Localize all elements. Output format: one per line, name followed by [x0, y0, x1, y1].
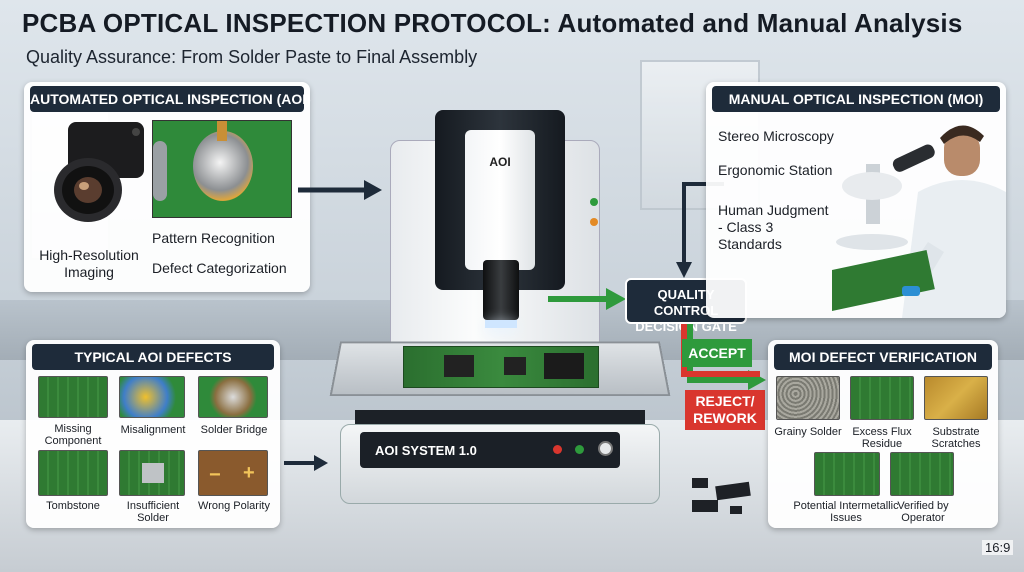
- verification-label: Potential Intermetallic Issues: [793, 500, 899, 524]
- feature-human-judgment: Human Judgment - Class 3 Standards: [718, 202, 829, 252]
- defect-label: Missing Component: [44, 423, 102, 447]
- status-led-green: [590, 198, 598, 206]
- reject-rework-label: REJECT/ REWORK: [685, 390, 765, 430]
- aoi-machine: AOI AOI SYSTEM 1.0: [329, 110, 671, 510]
- page-title: PCBA OPTICAL INSPECTION PROTOCOL: Automa…: [22, 8, 963, 38]
- arrow-right-icon: [298, 180, 382, 200]
- verification-label: Excess Flux Residue: [852, 426, 912, 450]
- arrow-right-icon: [548, 288, 626, 310]
- chip-component: [692, 500, 718, 512]
- stage-rail: [355, 410, 645, 424]
- pcb-board: [403, 346, 599, 388]
- chip-component: [692, 478, 708, 488]
- insufficient-solder-image: [119, 450, 185, 496]
- defect-label: Misalignment: [120, 424, 186, 436]
- camera-icon: [54, 122, 144, 222]
- start-indicator[interactable]: [575, 445, 584, 454]
- defect-label: Solder Bridge: [200, 424, 268, 436]
- missing-component-image: [38, 376, 108, 418]
- flux-residue-image: [850, 376, 914, 420]
- head-label: AOI: [489, 155, 511, 169]
- lens-light: [485, 320, 517, 328]
- verification-panel: MOI DEFECT VERIFICATION Grainy Solder Ex…: [768, 340, 998, 528]
- operator-verified-image: [890, 452, 954, 496]
- camera-label: High-Resolution Imaging: [39, 247, 139, 280]
- aspect-ratio-badge: 16:9: [982, 540, 1014, 555]
- feature-pattern-recognition: Pattern Recognition: [152, 230, 275, 246]
- defects-panel: TYPICAL AOI DEFECTS Missing Component Mi…: [26, 340, 280, 528]
- substrate-scratches-image: [924, 376, 988, 420]
- aoi-panel: AUTOMATED OPTICAL INSPECTION (AOI) High-…: [24, 82, 311, 292]
- camera-module: [465, 130, 535, 270]
- defect-label: Wrong Polarity: [198, 500, 270, 512]
- lens: [483, 260, 519, 320]
- tombstone-image: [38, 450, 108, 496]
- feature-defect-categorization: Defect Categorization: [152, 260, 287, 276]
- feature-stereo-microscopy: Stereo Microscopy: [718, 128, 834, 144]
- moi-panel: MANUAL OPTICAL INSPECTION (MOI) Stereo M…: [706, 82, 1006, 318]
- aoi-header: AUTOMATED OPTICAL INSPECTION (AOI): [30, 86, 311, 112]
- system-label: AOI SYSTEM 1.0: [375, 443, 477, 458]
- solder-joint-image: [152, 120, 292, 218]
- defect-label: Insufficient Solder: [126, 500, 180, 524]
- feature-ergonomic-station: Ergonomic Station: [718, 162, 833, 178]
- status-led-orange: [590, 218, 598, 226]
- verification-label: Substrate Scratches: [931, 426, 981, 450]
- chip-component: [730, 506, 742, 514]
- solder-bridge-image: [198, 376, 268, 418]
- page-subtitle: Quality Assurance: From Solder Paste to …: [26, 47, 478, 67]
- arrow-right-icon: [284, 455, 328, 471]
- defect-label: Tombstone: [46, 500, 100, 512]
- intermetallic-image: [814, 452, 880, 496]
- wrong-polarity-image: −+: [198, 450, 268, 496]
- misalignment-image: [119, 376, 185, 418]
- grainy-solder-image: [776, 376, 840, 420]
- power-button[interactable]: [598, 441, 613, 456]
- stop-indicator[interactable]: [553, 445, 562, 454]
- defects-header: TYPICAL AOI DEFECTS: [32, 344, 274, 370]
- operator-with-microscope: [832, 125, 1006, 318]
- verification-label: Verified by Operator: [897, 500, 949, 524]
- verification-header: MOI DEFECT VERIFICATION: [774, 344, 992, 370]
- moi-header: MANUAL OPTICAL INSPECTION (MOI): [712, 86, 1000, 112]
- verification-label: Grainy Solder: [774, 426, 842, 438]
- accept-label: ACCEPT: [682, 339, 752, 367]
